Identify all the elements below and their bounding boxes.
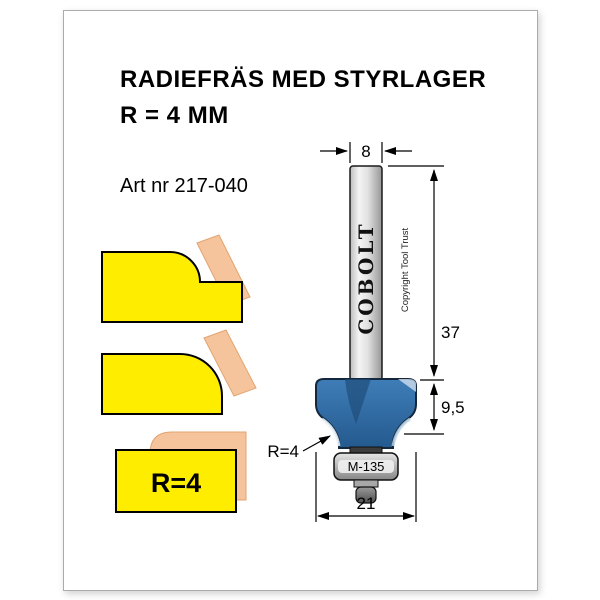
profile-roundover-step (101, 234, 251, 323)
wood-profile-roundover (101, 353, 223, 415)
page-title: RADIEFRÄS MED STYRLAGER R = 4 MM (120, 62, 486, 134)
wood-block (115, 449, 237, 513)
title-line-1: RADIEFRÄS MED STYRLAGER (120, 66, 487, 93)
dim-label-8: 8 (361, 142, 370, 161)
dim-cutter-diameter: 21 (315, 452, 417, 522)
dim-label-9-5: 9,5 (441, 398, 465, 417)
cutter-flute-face (398, 379, 416, 392)
dim-label-21: 21 (357, 494, 376, 513)
leader-line (302, 435, 331, 452)
wood-profile-step (101, 251, 243, 323)
washer-top (349, 446, 383, 454)
brand-label: COBOLT (354, 221, 378, 334)
profile-illustrations: R=4 (101, 234, 257, 513)
bearing-label-band (338, 460, 394, 473)
profile-radius-detail: R=4 (115, 431, 247, 513)
article-number: Art nr 217-040 (120, 175, 248, 197)
washer-bottom (353, 479, 379, 488)
radius-label: R=4 (267, 442, 299, 461)
dim-shank-length: 37 (388, 165, 460, 381)
router-bit-drawing: COBOLT Copyright Tool Trust 8 37 (267, 142, 465, 522)
bearing-label: M-135 (348, 459, 385, 474)
bit-ghost-beam (203, 329, 257, 397)
copyright-label: Copyright Tool Trust (400, 227, 411, 312)
cutter-flute-shading (345, 379, 371, 424)
dim-label-37: 37 (441, 323, 460, 342)
profile-radius-label: R=4 (151, 468, 201, 498)
cutting-edge-highlight-left (321, 417, 341, 447)
dim-shank-diameter: 8 (320, 142, 412, 163)
radius-callout: R=4 (267, 435, 331, 461)
cutting-edge-highlight-right (391, 417, 411, 447)
profile-roundover (101, 329, 257, 415)
dim-cutter-height: 9,5 (404, 383, 465, 435)
screw-head (355, 486, 377, 504)
title-line-2: R = 4 MM (120, 102, 229, 129)
